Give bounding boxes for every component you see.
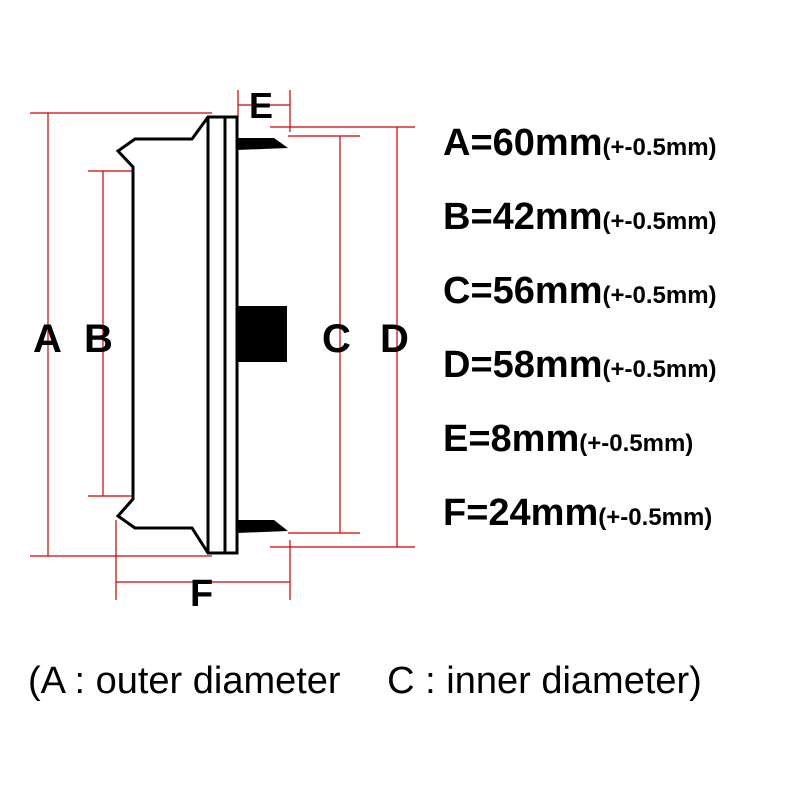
center-boss xyxy=(237,306,287,362)
spec-f-tolerance: (+-0.5mm) xyxy=(598,504,713,531)
label-e: E xyxy=(249,85,273,126)
spec-row-c: C=56mm(+-0.5mm) xyxy=(443,270,717,344)
caption-outer-diameter: (A : outer diameter xyxy=(28,660,341,702)
cap-profile xyxy=(115,115,239,555)
spec-row-e: E=8mm(+-0.5mm) xyxy=(443,418,717,492)
spec-row-b: B=42mm(+-0.5mm) xyxy=(443,196,717,270)
clips xyxy=(237,138,288,533)
bottom-clip xyxy=(237,520,288,533)
spec-d-tolerance: (+-0.5mm) xyxy=(602,356,717,383)
spec-a-value: A=60mm xyxy=(443,122,603,164)
spec-f-value: F=24mm xyxy=(443,492,599,534)
spec-c-value: C=56mm xyxy=(443,270,603,312)
label-f: F xyxy=(190,573,213,615)
spec-c-tolerance: (+-0.5mm) xyxy=(602,282,717,309)
label-a: A xyxy=(33,317,62,361)
spec-row-d: D=58mm(+-0.5mm) xyxy=(443,344,717,418)
caption-inner-diameter: C : inner diameter) xyxy=(387,660,702,702)
top-clip xyxy=(237,138,288,150)
caption: (A : outer diameter C : inner diameter) xyxy=(28,660,702,703)
back-plate xyxy=(223,115,239,555)
spec-list: A=60mm(+-0.5mm) B=42mm(+-0.5mm) C=56mm(+… xyxy=(443,122,717,566)
label-c: C xyxy=(322,317,351,361)
label-b: B xyxy=(84,317,113,361)
spec-b-tolerance: (+-0.5mm) xyxy=(602,208,717,235)
spec-row-a: A=60mm(+-0.5mm) xyxy=(443,122,717,196)
spec-a-tolerance: (+-0.5mm) xyxy=(602,134,717,161)
spec-e-value: E=8mm xyxy=(443,418,580,460)
spec-b-value: B=42mm xyxy=(443,196,603,238)
label-d: D xyxy=(380,317,409,361)
spec-d-value: D=58mm xyxy=(443,344,603,386)
spec-row-f: F=24mm(+-0.5mm) xyxy=(443,492,717,566)
spec-e-tolerance: (+-0.5mm) xyxy=(579,430,694,457)
